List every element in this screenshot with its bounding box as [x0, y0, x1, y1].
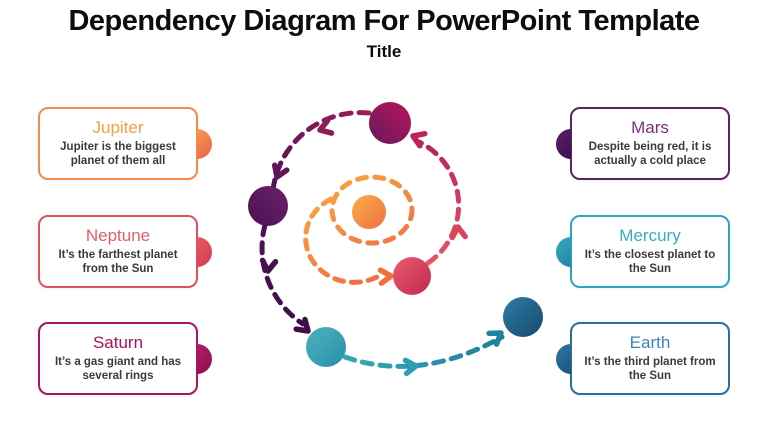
connector-tab — [197, 343, 212, 374]
connector-tab — [197, 236, 212, 267]
orbit-dot-magenta — [369, 102, 411, 144]
orbit-arc-left — [259, 222, 306, 327]
orbit-arc-teal — [342, 334, 505, 369]
arrow-icon-down — [259, 257, 279, 274]
orbit-arc-red — [416, 139, 462, 266]
arrow-icon-left — [317, 117, 335, 136]
connector-tab — [197, 128, 212, 159]
planet-title: Mercury — [619, 226, 681, 246]
planet-description: It’s the third planet from the Sun — [584, 355, 716, 382]
page-subtitle: Title — [366, 41, 402, 61]
orbit-dot-navy — [503, 297, 543, 337]
arrow-icon-orange — [377, 267, 394, 286]
arrow-icon-red-up — [449, 224, 468, 241]
arrow-icon-upright — [486, 330, 504, 347]
orbit-arc-topleft — [270, 110, 372, 193]
connector-tab — [556, 236, 571, 267]
orbit-ring-orange — [329, 174, 415, 246]
page-title: Dependency Diagram For PowerPoint Templa… — [68, 5, 700, 37]
planet-description: It’s the farthest planet from the Sun — [58, 248, 178, 275]
planet-title: Neptune — [85, 226, 151, 246]
orbit-arc-orange — [303, 196, 380, 285]
arrow-icon-downleft — [271, 162, 290, 180]
arrow-icon-crimson — [410, 130, 428, 149]
planet-description: Despite being red, it is actually a cold… — [588, 140, 712, 167]
orbit-dot-teal — [306, 327, 346, 367]
orbit-dot-purple — [248, 186, 288, 226]
connector-tab — [556, 343, 571, 374]
sun-dot-orange — [352, 195, 386, 229]
planet-box-earth[interactable]: Earth It’s the third planet from the Sun — [556, 322, 730, 395]
header: Dependency Diagram For PowerPoint Templa… — [0, 5, 768, 62]
orbit-dot-red — [393, 257, 431, 295]
planet-title: Saturn — [92, 333, 144, 353]
planet-box-saturn[interactable]: Saturn It’s a gas giant and has several … — [38, 322, 212, 395]
planet-description: Jupiter is the biggest planet of them al… — [60, 140, 176, 167]
planet-box-mercury[interactable]: Mercury It’s the closest planet to the S… — [556, 215, 730, 288]
planet-title: Jupiter — [92, 118, 144, 138]
planet-description: It’s a gas giant and has several rings — [54, 355, 182, 382]
connector-tab — [556, 128, 571, 159]
planet-title: Mars — [631, 118, 669, 138]
planet-box-neptune[interactable]: Neptune It’s the farthest planet from th… — [38, 215, 212, 288]
arrow-icon-right — [402, 357, 419, 377]
planet-box-jupiter[interactable]: Jupiter Jupiter is the biggest planet of… — [38, 107, 212, 180]
planet-box-mars[interactable]: Mars Despite being red, it is actually a… — [556, 107, 730, 180]
planet-title: Earth — [629, 333, 671, 353]
arrow-icon-downright — [293, 316, 311, 334]
planet-description: It’s the closest planet to the Sun — [584, 248, 716, 275]
